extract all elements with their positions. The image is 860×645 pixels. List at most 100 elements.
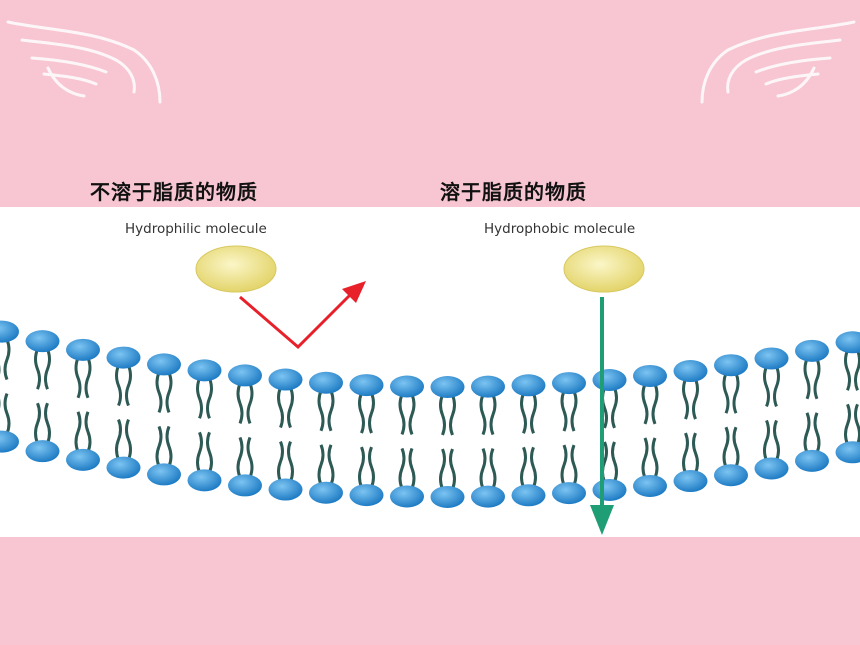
lipid-tail [439, 394, 446, 436]
lipid-tail [317, 444, 325, 486]
lipid-head [0, 430, 19, 453]
lipid-head [390, 485, 424, 508]
lipid-head [795, 449, 829, 472]
lipid-tail [530, 446, 537, 488]
lipid-tail [44, 402, 51, 444]
lipid-tail [206, 431, 213, 473]
lipid-head [349, 374, 384, 397]
lipid-head [25, 440, 60, 463]
lipid-tail [206, 377, 213, 419]
lipid-tail [611, 441, 618, 483]
lipid-head [147, 463, 181, 486]
membrane-diagram: Hydrophilic molecule Hydrophobic molecul… [0, 207, 860, 537]
lipid-tail [3, 339, 11, 381]
lipid-head [187, 469, 222, 492]
lipid-bilayer [0, 320, 860, 508]
lipid-tail [641, 437, 649, 479]
lipid-tail [236, 436, 244, 478]
lipid-head [106, 346, 141, 369]
lipid-head [714, 464, 748, 487]
lipid-tail [682, 378, 689, 420]
lipid-head [835, 331, 860, 354]
lipid-tail [155, 371, 163, 413]
lipid-tail [560, 390, 568, 432]
lipid-head [754, 347, 789, 370]
lipid-tail [155, 425, 163, 467]
lipid-tail [692, 378, 699, 420]
lipid-tail [773, 365, 780, 408]
lipid-head [673, 470, 708, 493]
lipid-tail [560, 444, 568, 486]
lipid-tail [854, 349, 860, 391]
lipid-tail [803, 412, 811, 454]
lipid-head [592, 368, 627, 391]
lipid-tail [165, 371, 173, 413]
lipid-tail [611, 387, 618, 429]
lipid-tail [368, 392, 375, 434]
hydrophilic-molecule [195, 245, 277, 293]
lipid-head [349, 484, 384, 507]
lipid-head [187, 359, 222, 382]
lipid-head [552, 372, 586, 395]
lipid-head [309, 481, 343, 504]
lipid-head [66, 338, 100, 361]
lipid-tail [277, 386, 284, 429]
lipid-head [390, 375, 424, 398]
lipid-tail [520, 446, 527, 488]
lipid-head [309, 371, 343, 394]
lipid-tail [44, 348, 51, 390]
angel-wing-icon [6, 20, 162, 104]
lipid-head [106, 456, 141, 479]
lipid-tail [763, 365, 770, 408]
lipid-head [25, 330, 60, 353]
lipid-head [835, 441, 860, 464]
lipid-head [228, 474, 262, 497]
lipid-tail [651, 437, 659, 479]
lipid-tail [398, 393, 406, 436]
lipid-head [430, 485, 465, 508]
caption-insoluble: 不溶于脂质的物质 [90, 180, 258, 204]
lipid-head [795, 339, 829, 362]
lipid-tail [732, 426, 740, 468]
lipid-tail [246, 382, 254, 424]
lipid-tail [358, 392, 365, 434]
lipid-tail [125, 419, 132, 461]
lipid-tail [74, 411, 82, 453]
lipid-tail [34, 348, 41, 390]
lipid-tail [530, 392, 537, 434]
lipid-tail [682, 432, 689, 474]
lipid-head [633, 364, 667, 387]
lipid-tail [570, 390, 578, 432]
lipid-tail [327, 390, 335, 432]
lipid-head [228, 364, 262, 387]
lipid-tail [74, 357, 82, 399]
lipid-tail [570, 444, 578, 486]
lipid-tail [763, 419, 770, 462]
lipid-head [268, 368, 303, 391]
lipid-tail [479, 448, 487, 490]
lipid-tail [125, 365, 132, 407]
lipid-tail [813, 412, 821, 454]
lipid-tail [277, 440, 284, 483]
lipid-tail [115, 365, 122, 407]
lipid-head [673, 360, 708, 383]
pass-through-arrow [590, 297, 614, 535]
lipid-tail [327, 444, 335, 486]
lipid-tail [722, 426, 730, 468]
lipid-head [66, 448, 100, 471]
lipid-head [471, 485, 505, 508]
lipid-head [511, 484, 546, 507]
lipid-tail [641, 383, 649, 425]
lipid-tail [115, 419, 122, 461]
lipid-tail [287, 440, 294, 483]
lipid-tail [520, 392, 527, 434]
lipid-head [471, 375, 505, 398]
lipid-tail [84, 411, 92, 453]
lipid-tail [287, 386, 294, 429]
lipid-tail [854, 403, 860, 445]
lipid-tail [3, 393, 11, 435]
lipid-tail [773, 419, 780, 462]
angel-wing-icon [700, 20, 856, 104]
lipid-tail [449, 394, 456, 436]
lipid-head [0, 320, 19, 343]
